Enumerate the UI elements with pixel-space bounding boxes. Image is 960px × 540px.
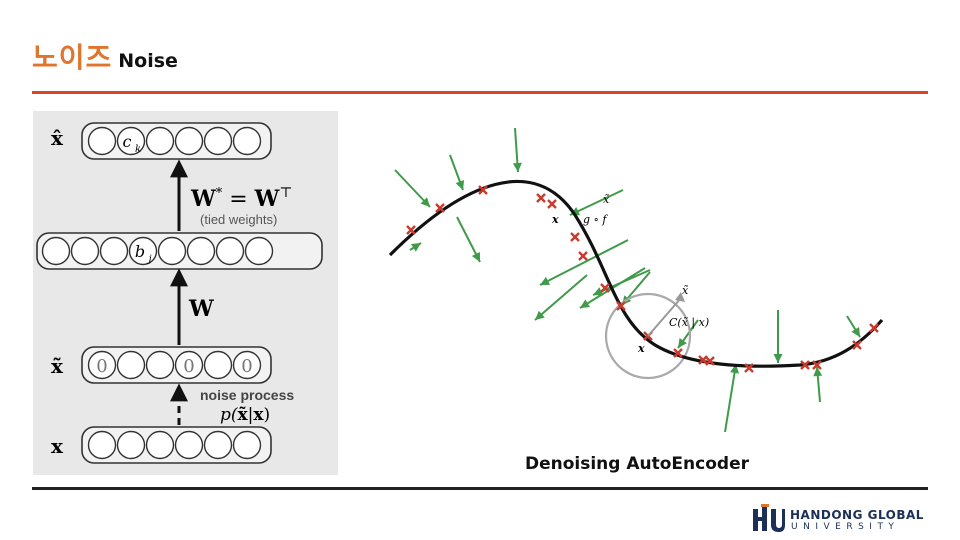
data-point-marker	[673, 348, 683, 358]
hidden-layer: b j	[36, 232, 323, 270]
data-point-marker	[547, 199, 557, 209]
hidden-neuron	[41, 236, 71, 266]
neuron-subscript-k: k	[135, 144, 141, 155]
reconstruction-arrowhead	[773, 354, 783, 363]
zero-noise-value: 0	[241, 356, 252, 377]
data-manifold-curve	[388, 179, 884, 368]
autoencoder-architecture-diagram: x̂ x̃ x c k b j	[33, 111, 338, 475]
encoder-weight-label: W	[188, 296, 214, 322]
label-x-tilde-mid: x̃	[682, 284, 689, 297]
logo-text-line1: HANDONG GLOBAL	[790, 508, 924, 522]
neuron-subscript-j: j	[146, 254, 151, 265]
title-english: Noise	[118, 50, 178, 72]
corruption-vector	[647, 297, 682, 337]
denoising-manifold-diagram: x̃ x g ∘ f x̃ C(x̃ | x) x	[385, 120, 905, 450]
reconstruction-arrowhead	[420, 197, 430, 207]
data-point-markers	[406, 185, 879, 373]
hidden-neuron	[157, 236, 187, 266]
input-layer	[81, 426, 272, 464]
reconstruction-arrowhead	[730, 364, 740, 374]
data-point-marker	[852, 340, 862, 350]
label-x-mid: x	[637, 342, 645, 355]
corruption-circle	[604, 292, 692, 380]
label-x-tilde-top: x̃	[603, 193, 610, 206]
reconstruction-arrowhead	[410, 243, 421, 252]
reconstruction-arrowhead	[813, 367, 823, 377]
data-point-marker	[705, 356, 715, 366]
output-neuron	[145, 126, 175, 156]
row-label-x: x	[51, 434, 64, 458]
zero-noise-value: 0	[183, 356, 194, 377]
university-logo: HANDONG GLOBAL UNIVERSITY	[750, 504, 925, 534]
reconstruction-arrow	[539, 239, 629, 286]
reconstruction-arrowhead	[471, 251, 480, 262]
corrupted-input-layer: 0 0 0	[81, 346, 272, 384]
data-point-marker	[435, 203, 445, 213]
reconstruction-arrow	[569, 189, 624, 216]
neuron-label-c: c	[123, 132, 132, 151]
reconstruction-arrowhead	[540, 276, 551, 285]
data-point-marker	[869, 323, 879, 333]
noise-process-title: noise process	[200, 387, 294, 403]
corruption-arrows	[394, 127, 861, 433]
data-point-marker	[616, 301, 626, 311]
hidden-neuron	[99, 236, 129, 266]
hidden-neuron	[215, 236, 245, 266]
output-neuron	[174, 126, 204, 156]
data-point-marker	[600, 283, 610, 293]
data-point-marker	[536, 193, 546, 203]
output-neuron	[87, 126, 117, 156]
reconstruction-arrowhead	[535, 310, 545, 320]
hgu-emblem-icon	[753, 504, 785, 532]
output-layer: c k	[81, 122, 272, 160]
figure-caption: Denoising AutoEncoder	[524, 454, 749, 474]
label-corruption-distribution: C(x̃ | x)	[669, 316, 709, 330]
footer-divider	[32, 487, 928, 490]
hidden-neuron-bj	[128, 236, 158, 266]
label-g-of-f: g ∘ f	[583, 213, 608, 226]
logo-text-line2: UNIVERSITY	[791, 522, 900, 532]
reconstruction-arrowhead	[593, 287, 604, 296]
zero-noise-value: 0	[96, 356, 107, 377]
neuron-label-b: b	[135, 242, 145, 261]
hidden-neuron	[244, 236, 274, 266]
data-point-marker	[570, 232, 580, 242]
output-neuron	[203, 126, 233, 156]
reconstruction-arrow	[724, 363, 737, 433]
data-point-marker	[478, 185, 488, 195]
row-label-x-tilde: x̃	[51, 354, 64, 378]
hidden-neuron	[70, 236, 100, 266]
tied-weights-note: (tied weights)	[200, 212, 277, 227]
data-point-marker	[800, 360, 810, 370]
tied-weights-equation: W* = W⊤	[190, 185, 293, 212]
data-point-marker	[698, 355, 708, 365]
output-neuron	[232, 126, 262, 156]
reconstruction-arrowhead	[678, 338, 687, 348]
label-x-top: x	[551, 213, 559, 226]
reconstruction-arrow	[534, 274, 588, 321]
output-neuron-ck	[116, 126, 146, 156]
reconstruction-arrowhead	[455, 179, 465, 190]
reconstruction-arrowhead	[512, 162, 522, 172]
corruption-arrowhead	[675, 292, 685, 302]
title-divider	[32, 91, 928, 94]
row-label-x-hat: x̂	[51, 126, 64, 150]
reconstruction-arrowhead	[851, 326, 860, 337]
data-point-marker	[812, 360, 822, 370]
data-point-marker	[578, 251, 588, 261]
data-point-marker	[406, 225, 416, 235]
title-korean: 노이즈	[32, 41, 113, 74]
reconstruction-arrowhead	[580, 299, 591, 308]
hidden-neuron	[186, 236, 216, 266]
noise-distribution: p(x̃|x)	[220, 405, 270, 425]
data-point-marker	[744, 363, 754, 373]
